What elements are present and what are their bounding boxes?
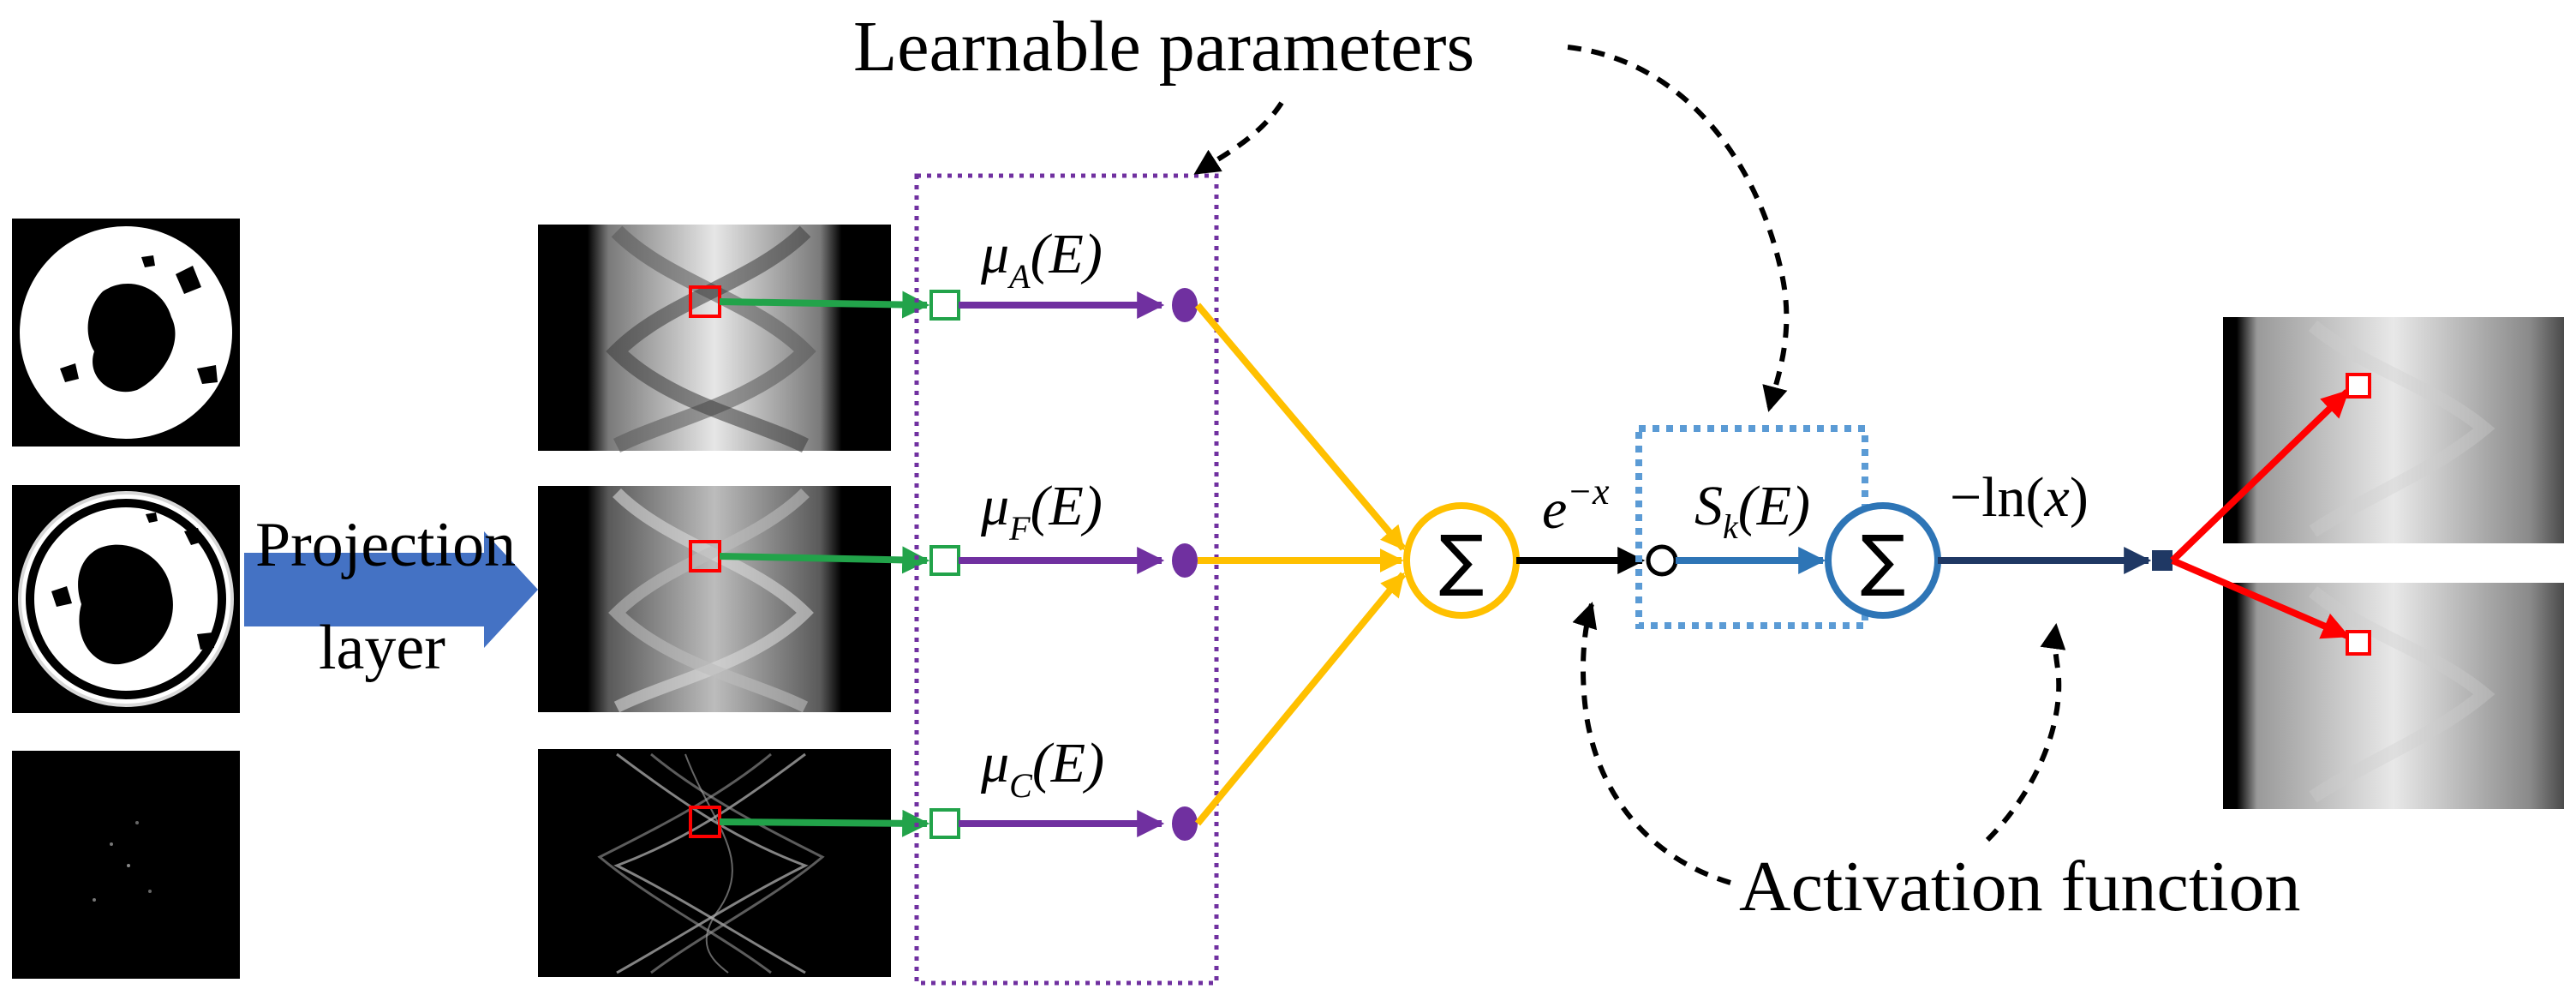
sum-node-2-symbol: ∑ [1861,522,1906,599]
green-arrow-f [719,546,930,574]
red-arrow-high [2170,389,2350,563]
weight-node-a [1172,288,1198,322]
input-node-f [929,545,960,576]
projection-label-line1: Projection [255,510,516,580]
neg-log-label: −ln(x) [1950,466,2089,529]
exp-label: e−x [1542,471,1610,541]
output-image-high [2223,317,2564,543]
projection-label-line2: layer [319,613,445,683]
mu-f-label: μF(E) [980,475,1103,548]
output-image-low [2223,583,2564,809]
input-node-c [929,808,960,839]
output-node [2152,550,2173,571]
learnable-parameters-box [914,173,1219,986]
input-image-a [12,219,240,447]
weight-node-f [1172,543,1198,578]
exp-output-node [1646,544,1678,577]
activation-callout-left [1572,602,1731,885]
learnable-parameters-label: Learnable parameters [853,7,1474,87]
input-image-f [12,485,240,713]
red-arrow-low [2171,557,2350,639]
input-node-a [929,290,960,321]
mu-a-label: μA(E) [980,223,1103,296]
learnable-callout-left [1193,101,1284,176]
spectrum-label: Sk(E) [1694,475,1810,546]
sum-node-1-symbol: ∑ [1439,522,1485,599]
projection-image-a [538,225,891,453]
projection-image-c [538,749,891,977]
output-pixel-high [2346,373,2371,399]
weight-node-c [1172,806,1198,841]
input-image-c [12,751,240,979]
gold-edge-a [1194,303,1407,551]
activation-function-label: Activation function [1739,847,2301,926]
spectrum-weight-box [1635,425,1868,629]
output-pixel-low [2346,630,2371,656]
green-arrow-a [719,291,930,319]
gold-edge-c [1194,572,1407,826]
mu-c-label: μC(E) [980,732,1104,805]
projection-layer-arrow [244,531,538,648]
green-arrow-c [719,809,930,837]
learnable-callout-right [1567,45,1790,412]
projection-image-f [538,486,891,713]
activation-callout-right [1985,623,2066,842]
